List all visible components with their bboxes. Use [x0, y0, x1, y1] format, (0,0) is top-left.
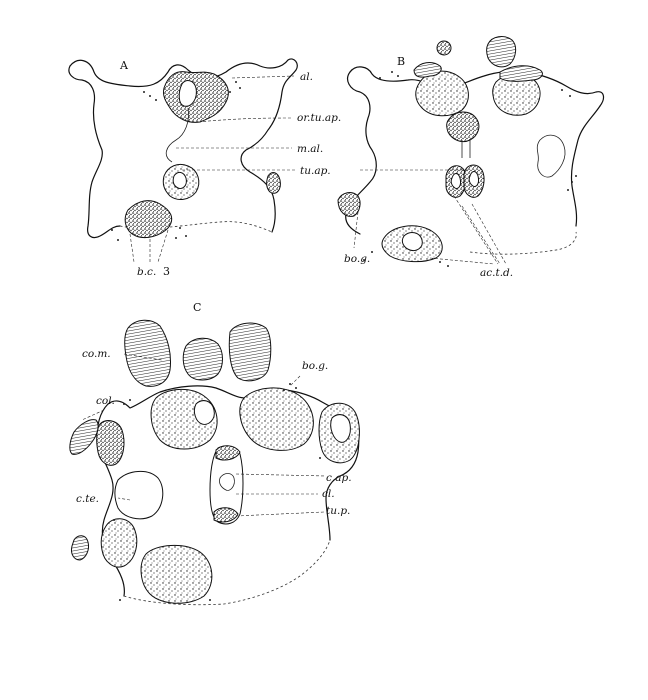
label-m-al: m.al. — [297, 143, 323, 155]
panel-a-oral-aperture — [178, 80, 197, 107]
label-bo-g-b: bo.g. — [344, 253, 370, 265]
label-al: al. — [300, 71, 313, 83]
leader-bo-g-c — [289, 375, 301, 387]
panel-a-outline-lower-dashed — [119, 221, 273, 233]
leader-or-tu-ap — [197, 117, 293, 123]
panel-a-stipple-clusters — [111, 81, 241, 241]
panel-c-muscle-block-middle — [182, 337, 223, 381]
panel-b-right-lobe — [536, 134, 566, 178]
leader-c-te — [117, 497, 131, 501]
leader-c-ap — [235, 473, 327, 477]
panel-c-letter: C — [193, 301, 201, 314]
panel-a-outline-upper — [69, 58, 298, 233]
panel-b-central-stalk — [461, 140, 471, 158]
panel-b-letter: B — [397, 55, 405, 68]
leader-co-m — [123, 353, 163, 361]
label-or-tu-ap: or.tu.ap. — [297, 112, 341, 124]
leader-bc — [129, 229, 169, 263]
panel-a-tube-lumen — [172, 171, 187, 189]
panel-a-basal-cells-mass — [124, 200, 173, 239]
panel-a-drawing: A 3 — [68, 58, 298, 278]
label-tu-p: tu.p. — [326, 505, 350, 517]
panel-a-median-canal — [165, 107, 189, 163]
panel-c-upper-left-nucleus — [193, 400, 215, 425]
leader-al — [231, 75, 295, 79]
leader-bo-g-b — [353, 211, 359, 249]
label-tu-ap: tu.ap. — [300, 165, 331, 177]
labels: al. or.tu.ap. m.al. tu.ap. b.c. bo.g. ac… — [76, 71, 513, 517]
panel-b-small-body — [436, 40, 452, 56]
label-c-te: c.te. — [76, 493, 99, 505]
leader-ac-t-d — [429, 195, 507, 265]
panel-c-lower-left-cell-mass — [100, 518, 138, 568]
panel-a-outline-left — [68, 65, 121, 239]
panel-a-letter: A — [119, 59, 129, 72]
leader-lines — [81, 75, 507, 517]
panel-b-tube-lumen-right — [468, 171, 479, 187]
leader-tu-p — [235, 511, 325, 517]
panel-c-left-cell-mass — [96, 420, 125, 466]
panel-c-stipple-clusters — [113, 383, 321, 601]
label-ac-t-d: ac.t.d. — [480, 267, 513, 279]
panel-c-lower-left-block — [71, 535, 89, 561]
label-cl: cl. — [322, 488, 335, 500]
panel-c-central-cavity — [114, 471, 164, 520]
panel-c-tube-pore-bottom — [213, 507, 239, 523]
panel-b-left-muscle-band — [413, 62, 442, 78]
panel-b-tube-lumen-left — [450, 173, 461, 189]
panel-b-outline-right — [570, 105, 601, 227]
panel-c-lower-cell-mass — [140, 545, 213, 604]
label-c-ap: c.ap. — [326, 472, 352, 484]
panel-c-cloacal-aperture-top — [215, 445, 241, 461]
panel-c-outline-upper — [107, 385, 353, 415]
panel-c-right-nucleus — [330, 414, 351, 443]
leader-col — [81, 409, 105, 421]
panel-c-upper-right-cell-mass — [239, 387, 314, 451]
panel-c-cloacal-cell — [219, 473, 235, 491]
panel-b-left-cell-mass — [415, 70, 469, 117]
label-col: col. — [96, 395, 115, 407]
panel-b-outline-upper — [349, 66, 605, 107]
panel-b-upper-muscle-block — [486, 36, 517, 68]
label-bc: b.c. — [137, 266, 156, 278]
label-co-m: co.m. — [82, 348, 111, 360]
panel-c-outline-lower-dashed — [123, 539, 331, 606]
panel-b-outline-lower-dashed — [469, 231, 577, 255]
panel-b-central-appendage-top — [446, 111, 480, 143]
panel-b-stipple-clusters — [363, 71, 577, 267]
panel-c-collar-block — [69, 419, 99, 455]
panel-c-muscle-block-right — [228, 322, 272, 382]
panel-c-drawing: C — [69, 301, 360, 606]
panel-b-lower-nucleus — [401, 232, 423, 251]
panel-a-right-nodule — [266, 172, 281, 194]
panel-b-left-body — [337, 192, 361, 217]
panel-c-muscle-block-left — [124, 319, 171, 387]
label-bo-g-c: bo.g. — [302, 360, 328, 372]
figure-number: 3 — [163, 265, 170, 278]
panel-b-right-muscle-band — [499, 65, 543, 82]
panel-b-drawing: B — [337, 36, 605, 267]
